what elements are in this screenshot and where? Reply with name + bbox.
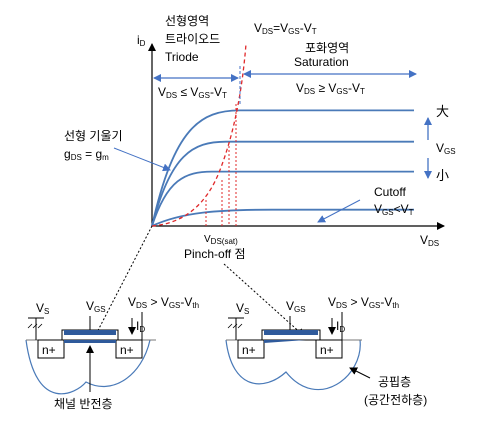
- id-label-2: ID: [336, 319, 345, 334]
- id-curve: [151, 170, 414, 227]
- slope-pointer-arrow: [113, 147, 171, 172]
- linear-region-label: 선형영역: [165, 14, 209, 28]
- saturation-condition: VDS ≥ VGS-VT: [296, 81, 365, 96]
- vgs-label-1: VGS: [86, 299, 106, 314]
- saturation-en-label: Saturation: [294, 55, 349, 69]
- cutoff-label: Cutoff: [374, 185, 406, 199]
- id-axis-label: iD: [137, 33, 146, 48]
- id-curve: [151, 109, 414, 227]
- slope-label: 선형 기울기: [64, 129, 123, 143]
- vs-label-1: VS: [36, 301, 49, 316]
- pinch-off-label: Pinch-off 점: [184, 247, 246, 261]
- vs-label-2: VS: [236, 301, 249, 316]
- cutoff-pointer-arrow: [317, 199, 361, 223]
- big-vgs-label: 大: [436, 104, 449, 119]
- vds-sat-condition: VDS=VGS-VT: [254, 21, 317, 36]
- mosfet-pinchoff-device: [225, 312, 362, 391]
- vds-axis-label: VDS: [420, 233, 439, 248]
- vds-condition-1: VDS > VGS-Vth: [128, 295, 199, 310]
- vds-sat-lines: [205, 104, 237, 226]
- triode-condition: VDS ≤ VGS-VT: [158, 85, 227, 100]
- id-vds-curves: [151, 109, 414, 227]
- id-curve: [151, 140, 414, 227]
- depletion-pointer-arrow: [349, 367, 371, 379]
- vgs-side-label: VGS: [436, 141, 456, 156]
- triode-en-label: Triode: [165, 50, 199, 64]
- saturation-boundary-curve: [151, 43, 247, 227]
- n-plus-drain-1: n+: [120, 343, 134, 357]
- depletion-label: 공핍층: [378, 375, 411, 389]
- n-plus-drain-2: n+: [320, 343, 334, 357]
- saturation-kr-label: 포화영역: [305, 41, 349, 55]
- gds-equals-gm: gDS = gm: [64, 147, 109, 162]
- pointer-to-linear-device: [91, 225, 153, 343]
- vds-condition-2: VDS > VGS-Vth: [328, 295, 399, 310]
- n-plus-source-1: n+: [42, 343, 56, 357]
- pointer-to-pinchoff-device: [223, 263, 305, 337]
- n-plus-source-2: n+: [242, 343, 256, 357]
- depletion-sub-label: (공간전하층): [364, 393, 427, 407]
- vds-sat-label: VDS(sat): [204, 234, 238, 246]
- mosfet-linear-device: [25, 312, 156, 395]
- cutoff-condition: VGS<VT: [374, 202, 414, 217]
- id-curve: [151, 208, 414, 227]
- id-label-1: ID: [136, 319, 145, 334]
- vgs-label-2: VGS: [286, 299, 306, 314]
- triode-kr-label: 트라이오드: [165, 32, 220, 46]
- channel-inversion-label: 채널 반전층: [54, 397, 113, 411]
- small-vgs-label: 小: [436, 168, 449, 183]
